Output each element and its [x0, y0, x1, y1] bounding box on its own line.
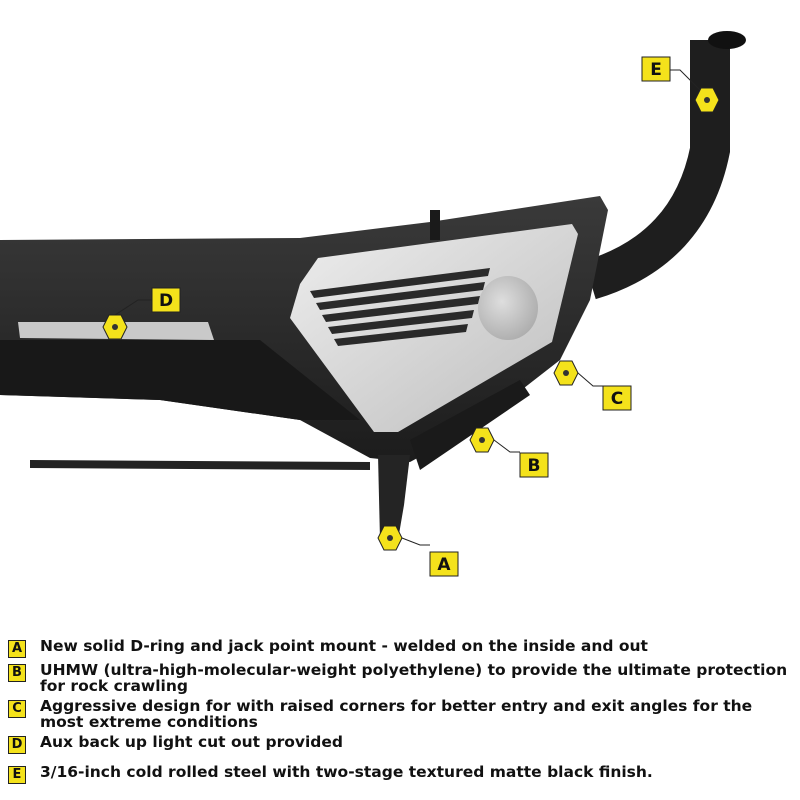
steel-plate: [290, 224, 578, 432]
feature-badge-d: D: [8, 736, 26, 754]
feature-text-c: Aggressive design for with raised corner…: [40, 697, 753, 731]
callout-a-label: A: [437, 555, 451, 575]
callout-a-box: [429, 551, 459, 577]
feature-text-e: 3/16-inch cold rolled steel with two-sta…: [40, 763, 653, 781]
feature-badge-b: B: [8, 664, 26, 682]
feature-text-d: Aux back up light cut out provided: [40, 733, 343, 751]
feature-text-a: New solid D-ring and jack point mount - …: [40, 637, 648, 655]
plate-disc: [478, 276, 538, 340]
feature-badge-a: A: [8, 640, 26, 658]
feature-badge-c: C: [8, 700, 26, 718]
callout-c: C: [553, 360, 632, 411]
callout-e: E: [641, 56, 720, 113]
callout-d: D: [102, 287, 181, 340]
plate-vents: [310, 268, 490, 346]
callout-a: A: [377, 525, 459, 577]
callout-b-box: [519, 452, 549, 478]
tube-bar: [583, 31, 746, 300]
callout-b-label: B: [528, 456, 541, 476]
callout-b: B: [469, 427, 549, 478]
callout-d-box: [151, 287, 181, 313]
callout-c-box: [602, 385, 632, 411]
feature-text-b: UHMW (ultra-high-molecular-weight polyet…: [40, 661, 788, 695]
callout-c-label: C: [611, 389, 623, 409]
product-photo: A B C D E: [0, 31, 746, 577]
callout-e-box: [641, 56, 671, 82]
feature-badge-e: E: [8, 766, 26, 784]
callout-d-label: D: [159, 291, 173, 311]
callout-e-label: E: [650, 60, 662, 80]
